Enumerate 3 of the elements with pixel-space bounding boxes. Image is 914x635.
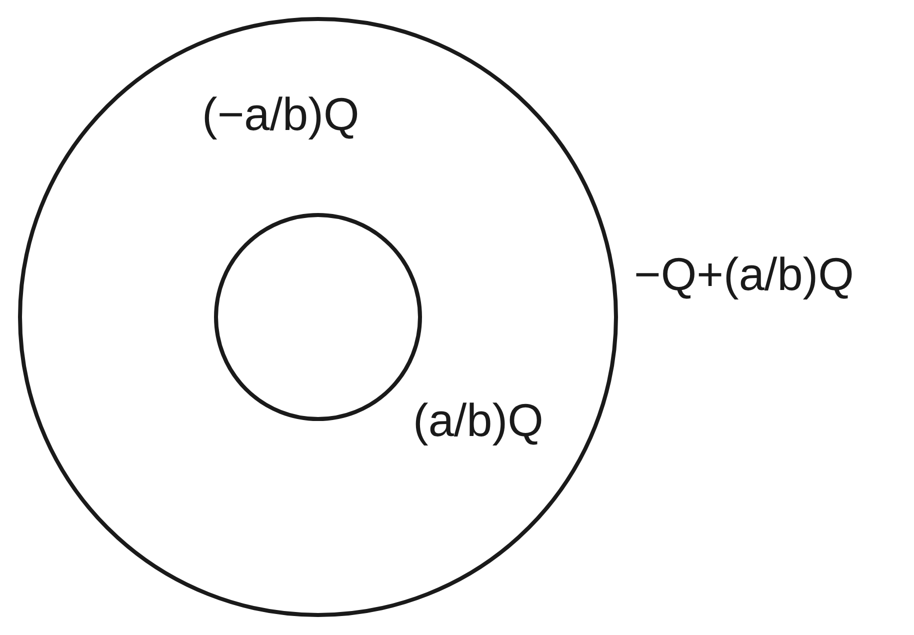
charge-label: (−a/b)Q (202, 91, 360, 137)
charge-label: −Q+(a/b)Q (634, 251, 854, 297)
charge-label: (a/b)Q (413, 397, 544, 443)
